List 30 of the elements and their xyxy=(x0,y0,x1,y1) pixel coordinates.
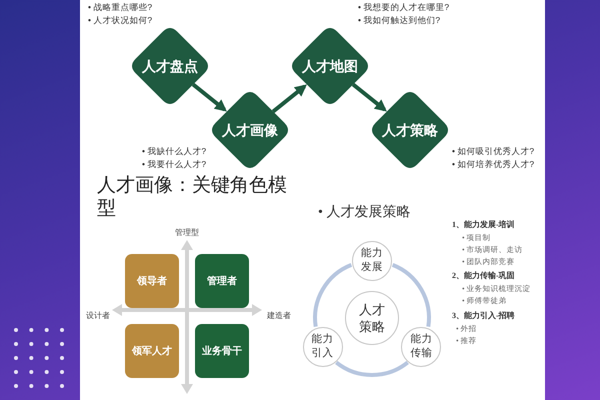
question-text: • 战略重点哪些? xyxy=(88,1,152,13)
list-heading: 2、能力传输-巩固 xyxy=(452,270,515,281)
axis-label: 管理型 xyxy=(175,228,199,238)
question-text: • 如何培养优秀人才? xyxy=(452,158,534,170)
question-text: • 如何吸引优秀人才? xyxy=(452,145,534,157)
axis-label: 设计者 xyxy=(86,311,110,321)
list-heading: 3、能力引入-招聘 xyxy=(452,310,515,321)
role-card: 管理者 xyxy=(195,254,249,308)
role-card: 领导者 xyxy=(125,254,179,308)
section-heading: 人才画像：关键角色模型 xyxy=(97,174,288,220)
arrow xyxy=(352,82,387,112)
step-diamond: 人才地图 xyxy=(292,28,368,104)
step-diamond: 人才画像 xyxy=(212,92,288,168)
role-card: 业务骨干 xyxy=(195,324,249,378)
question-text: • 我要什么人才? xyxy=(142,158,206,170)
arrow xyxy=(272,84,307,114)
ring-arc xyxy=(392,263,431,327)
question-text: • 我缺什么人才? xyxy=(142,145,206,157)
question-text: • 人才状况如何? xyxy=(88,14,152,26)
arrow xyxy=(192,82,227,112)
role-card: 领军人才 xyxy=(125,324,179,378)
question-text: • 我想要的人才在哪里? xyxy=(358,1,450,13)
step-diamond: 人才策略 xyxy=(372,92,448,168)
list-heading: 1、能力发展-培训 xyxy=(452,219,515,230)
section-heading: • 人才发展策略 xyxy=(318,204,410,221)
axis-label: 建造者 xyxy=(267,311,291,321)
step-diamond: 人才盘点 xyxy=(132,28,208,104)
question-text: • 我如何触达到他们? xyxy=(358,14,440,26)
ring-arc xyxy=(313,263,352,327)
ring-arc xyxy=(335,360,409,377)
